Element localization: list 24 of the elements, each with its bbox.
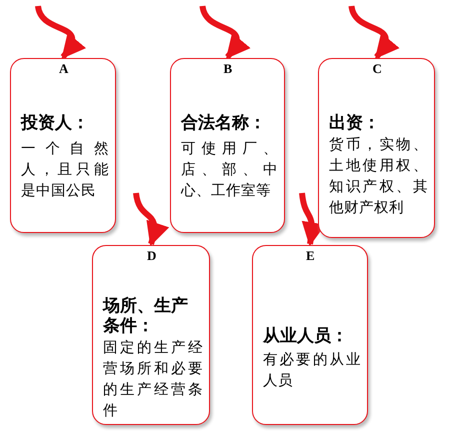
box-text: 可使用厂、店、部、中心、工作室等 <box>181 140 278 201</box>
rounded-box <box>318 58 435 238</box>
box-text: 固定的生产经营场所和必要的生产经营条件 <box>103 338 203 421</box>
box-text: 有必要的从业人员 <box>263 351 361 391</box>
curved-arrow <box>35 5 86 59</box>
rounded-box <box>170 58 285 233</box>
curved-arrow <box>348 5 399 59</box>
rounded-box <box>92 245 210 425</box>
box-heading: 从业人员： <box>263 326 349 346</box>
edge-label: E <box>304 249 317 263</box>
edge-label: B <box>222 62 234 76</box>
rounded-box <box>252 245 368 425</box>
rounded-box <box>10 58 116 233</box>
box-heading: 场所、生产条件： <box>103 296 189 336</box>
box-heading: 出资： <box>329 113 381 133</box>
box-text: 货币，实物、土地使用权、知识产权、其他财产权利 <box>329 136 428 218</box>
edge-label: D <box>145 249 158 263</box>
box-text: 一个自然人，且只能是中国公民 <box>21 140 109 201</box>
box-heading: 合法名称： <box>181 113 267 133</box>
curved-arrow <box>133 192 168 246</box>
edge-label: C <box>370 62 384 76</box>
curved-arrow <box>200 5 250 59</box>
edge-label: A <box>57 62 70 76</box>
box-heading: 投资人： <box>21 113 90 133</box>
